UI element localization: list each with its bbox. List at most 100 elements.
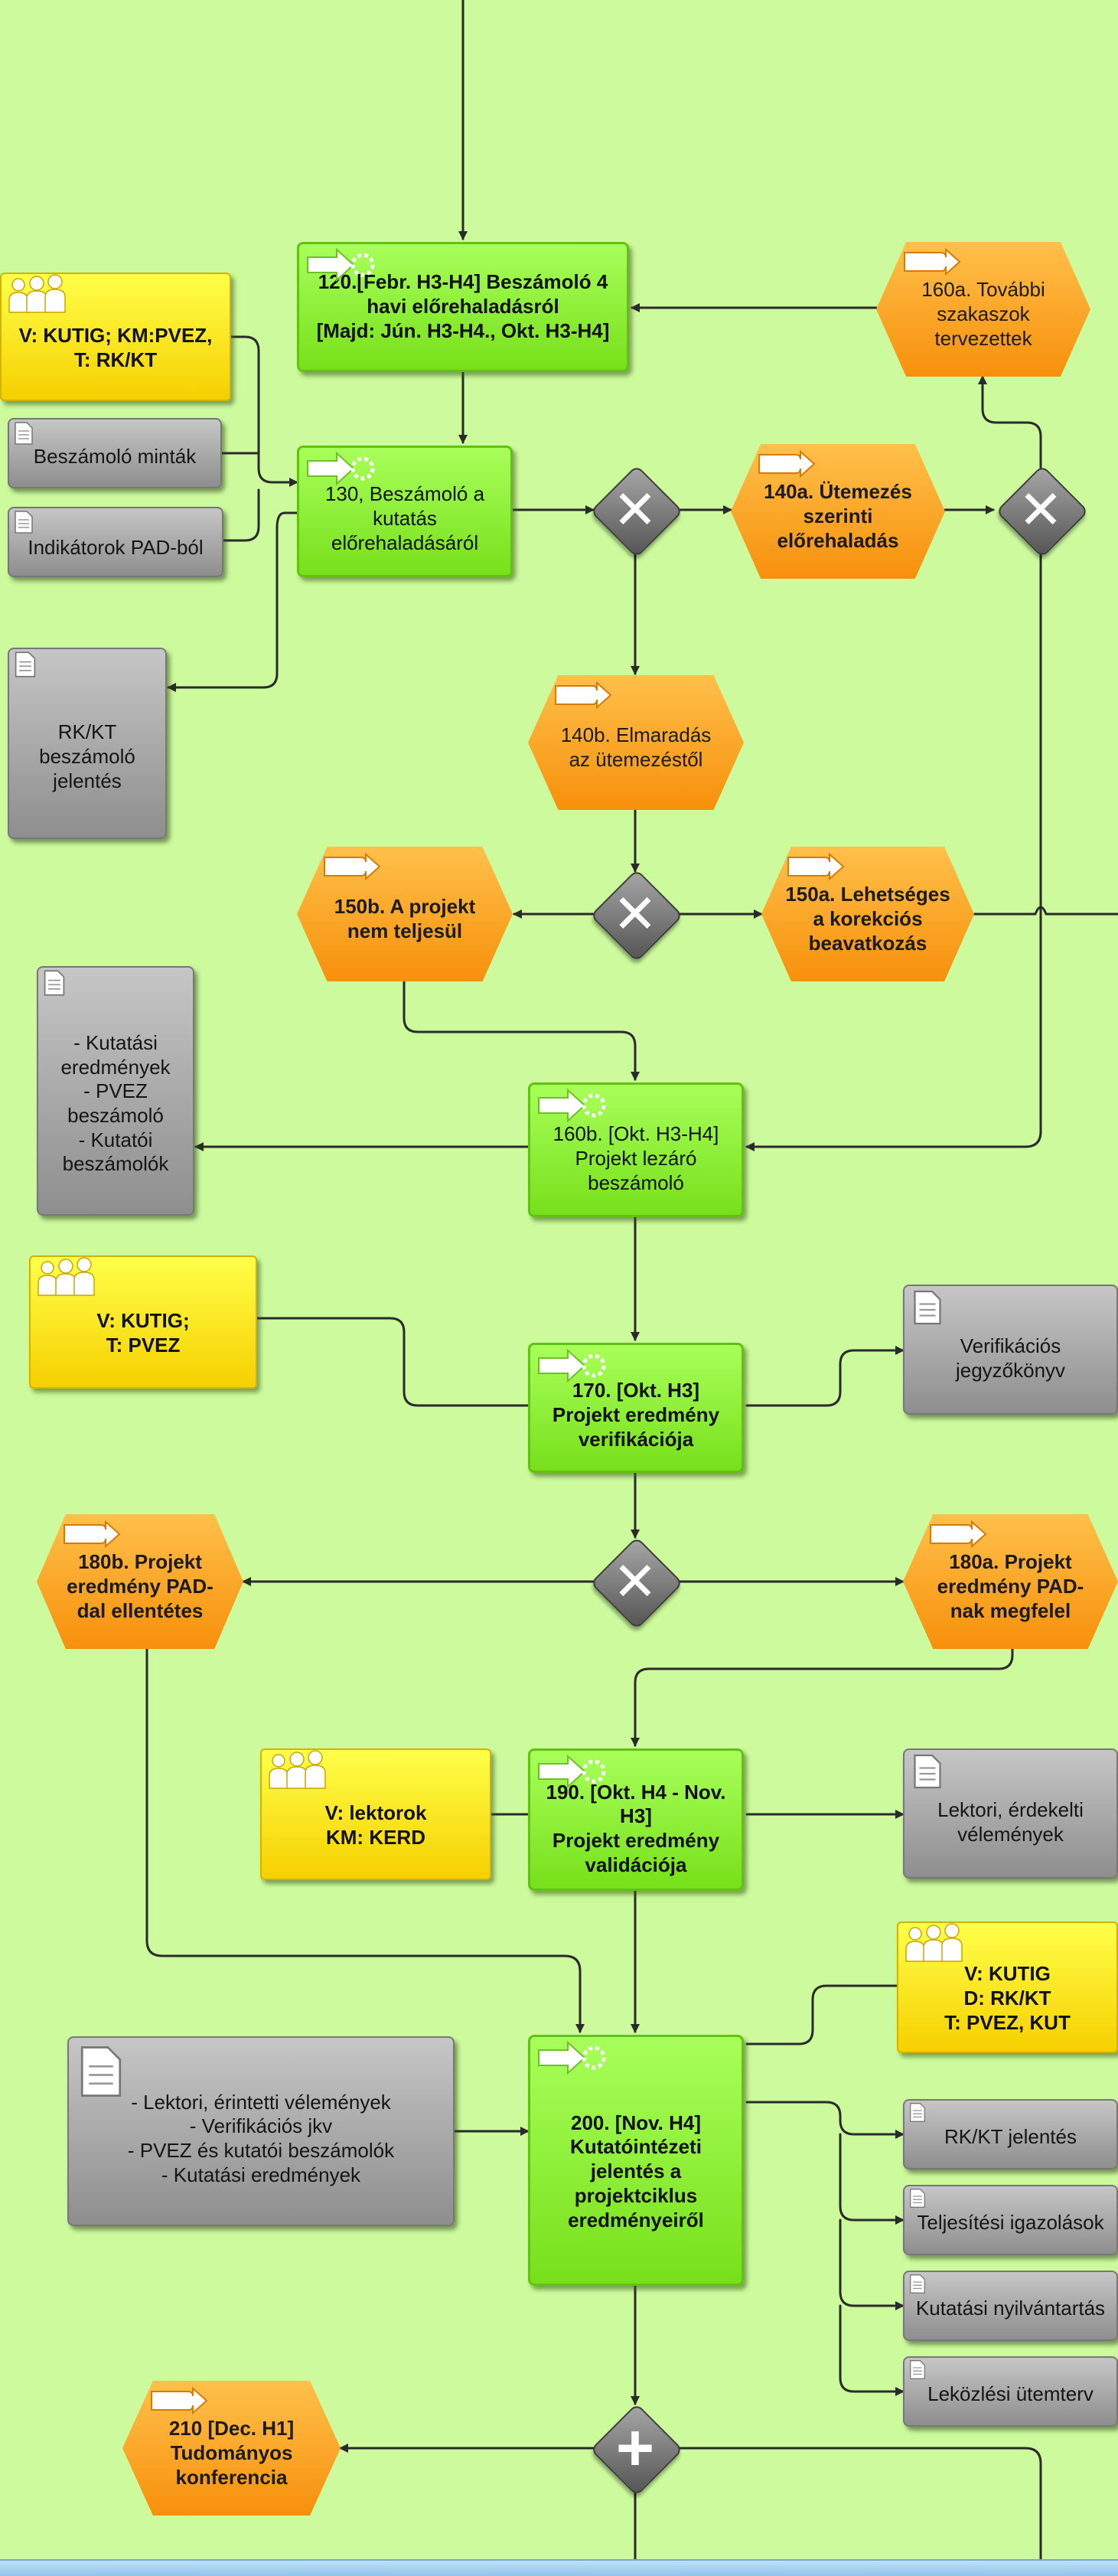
doc-rkkt-jelentes[interactable]: RK/KT jelentés xyxy=(903,2099,1118,2170)
doc-teljesitesi[interactable]: Teljesítési igazolások xyxy=(903,2185,1118,2255)
task-170[interactable]: 170. [Okt. H3] Projekt eredmény verifiká… xyxy=(528,1343,744,1473)
event-arrow-icon xyxy=(787,852,845,881)
event-140b-label: 140b. Elmaradás az ütemezéstől xyxy=(560,723,712,771)
flow-indikatorok-to-130 xyxy=(222,488,260,542)
doc-lektori[interactable]: Lektori, érdekelti vélemények xyxy=(903,1748,1118,1879)
flow-180b-to-200 xyxy=(145,1647,585,2033)
role-box-2[interactable]: V: KUTIG; T: PVEZ xyxy=(29,1255,257,1389)
task-120-label: 120.[Febr. H3-H4] Beszámoló 4 havi előre… xyxy=(316,270,610,342)
doc-teljesitesi-label: Teljesítési igazolások xyxy=(917,2211,1104,2235)
role-box-1-label: V: KUTIG; KM:PVEZ, T: RK/KT xyxy=(18,324,213,371)
document-icon xyxy=(910,2103,925,2122)
role-box-4-label: V: KUTIG D: RK/KT T: PVEZ, KUT xyxy=(944,1962,1071,2034)
document-icon xyxy=(44,970,65,996)
event-160a[interactable]: 160a. További szakaszok tervezettek xyxy=(876,242,1090,377)
doc-kutatasi-eredmenyek-label: - Kutatási eredmények - PVEZ beszámoló -… xyxy=(60,1030,171,1176)
task-arrow-icon xyxy=(538,1754,606,1789)
plus-icon: + xyxy=(615,2411,655,2485)
task-arrow-icon xyxy=(307,247,375,282)
doc-indikatorok-label: Indikátorok PAD-ból xyxy=(28,536,204,560)
x-icon: ✕ xyxy=(612,1552,658,1611)
document-icon xyxy=(914,1290,941,1325)
doc-lektori-label: Lektori, érdekelti vélemények xyxy=(937,1798,1084,1846)
flow-180a-to-190 xyxy=(631,1647,1014,1747)
event-arrow-icon xyxy=(324,852,381,881)
doc-rkkt-beszamolo-label: RK/KT beszámoló jelentés xyxy=(39,720,135,792)
task-160b-label: 160b. [Okt. H3-H4] Projekt lezáró beszám… xyxy=(552,1122,719,1194)
people-icon xyxy=(8,274,66,313)
doc-utemterv[interactable]: Leközlési ütemterv xyxy=(903,2356,1118,2427)
doc-beszamolo-mintak-label: Beszámoló minták xyxy=(33,445,197,469)
event-arrow-icon xyxy=(930,1520,987,1549)
event-160a-label: 160a. További szakaszok tervezettek xyxy=(921,278,1045,350)
flow-200-to-teljesitesi xyxy=(839,2133,905,2225)
flow-200-to-jelentes xyxy=(745,2101,905,2139)
doc-rkkt-jelentes-label: RK/KT jelentés xyxy=(944,2125,1077,2149)
people-icon xyxy=(905,1923,963,1962)
role-box-2-label: V: KUTIG; T: PVEZ xyxy=(96,1309,190,1357)
task-arrow-icon xyxy=(538,1348,606,1383)
people-icon xyxy=(37,1257,95,1296)
doc-nyilvantartas[interactable]: Kutatási nyilvántartás xyxy=(903,2271,1118,2341)
x-icon: ✕ xyxy=(612,480,658,540)
document-icon xyxy=(80,2046,122,2097)
task-arrow-icon xyxy=(307,451,375,486)
document-icon xyxy=(15,651,36,677)
event-150b[interactable]: 150b. A projekt nem teljesül xyxy=(297,847,513,981)
flow-roles4-to-200 xyxy=(745,1984,898,2045)
flow-roles1-to-130 xyxy=(230,335,298,487)
event-150a-label: 150a. Lehetséges a korekciós beavatkozás xyxy=(785,883,950,955)
doc-kutatasi-eredmenyek[interactable]: - Kutatási eredmények - PVEZ beszámoló -… xyxy=(37,966,194,1216)
task-arrow-icon xyxy=(538,2040,606,2075)
doc-indikatorok[interactable]: Indikátorok PAD-ból xyxy=(8,507,223,577)
document-icon xyxy=(15,422,33,445)
event-180a-label: 180a. Projekt eredmény PAD- nak megfelel xyxy=(937,1550,1084,1622)
doc-input-200-label: - Lektori, érintetti vélemények - Verifi… xyxy=(127,2090,395,2186)
doc-utemterv-label: Leközlési ütemterv xyxy=(927,2382,1094,2406)
people-icon xyxy=(269,1750,326,1789)
event-arrow-icon xyxy=(555,681,612,710)
event-210-label: 210 [Dec. H1] Tudományos konferencia xyxy=(168,2417,295,2489)
role-box-3[interactable]: V: lektorok KM: KERD xyxy=(260,1748,491,1880)
doc-rkkt-beszamolo[interactable]: RK/KT beszámoló jelentés xyxy=(8,648,167,839)
event-arrow-icon xyxy=(151,2386,208,2415)
flow-right-return xyxy=(678,2447,1042,2574)
event-arrow-icon xyxy=(758,449,816,478)
doc-verifikacios[interactable]: Verifikációs jegyzőkönyv xyxy=(903,1285,1118,1415)
task-160b[interactable]: 160b. [Okt. H3-H4] Projekt lezáró beszám… xyxy=(528,1082,744,1217)
event-arrow-icon xyxy=(64,1520,121,1549)
event-180b-label: 180b. Projekt eredmény PAD- dal ellentét… xyxy=(67,1550,213,1622)
doc-verifikacios-label: Verifikációs jegyzőkönyv xyxy=(955,1334,1066,1382)
task-200-label: 200. [Nov. H4] Kutatóintézeti jelentés a… xyxy=(568,2111,704,2232)
event-180a[interactable]: 180a. Projekt eredmény PAD- nak megfelel xyxy=(903,1514,1118,1649)
task-130[interactable]: 130, Beszámoló a kutatás előrehaladásáró… xyxy=(297,446,513,577)
document-icon xyxy=(914,1754,941,1789)
event-arrow-icon xyxy=(904,247,961,276)
document-icon xyxy=(910,2274,925,2294)
flow-200-to-utemterv xyxy=(839,2304,905,2396)
event-150b-label: 150b. A projekt nem teljesül xyxy=(334,895,476,942)
task-200[interactable]: 200. [Nov. H4] Kutatóintézeti jelentés a… xyxy=(528,2035,744,2286)
event-140a-label: 140a. Ütemezés szerinti előrehaladás xyxy=(764,480,912,552)
document-icon xyxy=(910,2360,925,2379)
x-icon: ✕ xyxy=(612,884,658,944)
doc-nyilvantartas-label: Kutatási nyilvántartás xyxy=(915,2297,1106,2320)
task-arrow-icon xyxy=(538,1088,606,1123)
task-170-label: 170. [Okt. H3] Projekt eredmény verifiká… xyxy=(552,1379,720,1451)
document-icon xyxy=(910,2189,925,2208)
document-icon xyxy=(15,511,33,534)
flow-gw2-to-160a xyxy=(978,375,1042,470)
doc-beszamolo-mintak[interactable]: Beszámoló minták xyxy=(8,418,222,488)
flow-roles2-to-170 xyxy=(256,1317,530,1407)
flow-130-to-rkkt xyxy=(167,511,298,692)
flow-150b-to-160b xyxy=(403,981,640,1081)
flow-170-to-verif xyxy=(745,1346,905,1407)
role-box-3-label: V: lektorok KM: KERD xyxy=(324,1801,427,1849)
lane-border xyxy=(0,2559,1118,2576)
flow-150a-out xyxy=(973,906,1118,916)
task-190-label: 190. [Okt. H4 - Nov. H3] Projekt eredmén… xyxy=(546,1780,726,1876)
doc-input-200[interactable]: - Lektori, érintetti vélemények - Verifi… xyxy=(67,2036,455,2226)
flow-200-to-nyilvantartas xyxy=(839,2218,905,2310)
task-190[interactable]: 190. [Okt. H4 - Nov. H3] Projekt eredmén… xyxy=(528,1748,744,1891)
